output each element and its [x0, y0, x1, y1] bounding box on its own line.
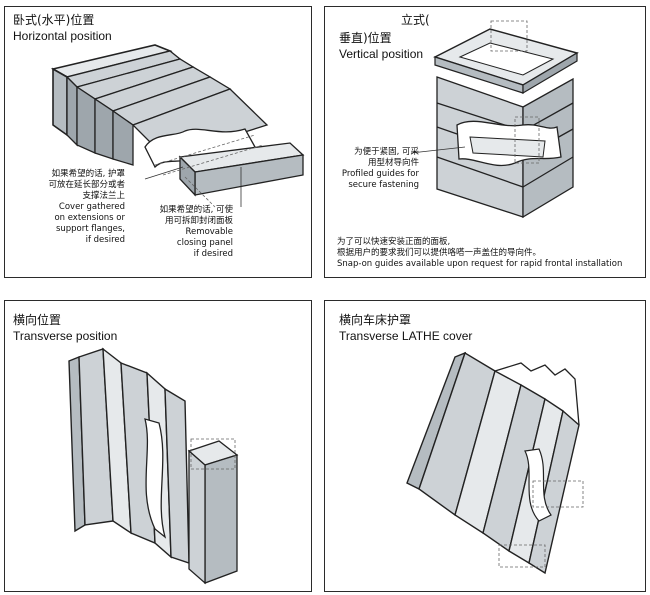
panel-title-en: Transverse position: [13, 329, 118, 343]
lathe-cover-illustration: [406, 351, 584, 575]
panel-title-zh: 卧式(水平)位置: [13, 13, 95, 27]
panel-title-en: Transverse LATHE cover: [339, 329, 473, 343]
transverse-cover-illustration: [68, 347, 239, 585]
note-snap-on-guides: 为了可以快速安装正面的面板, 根据用户的要求我们可以提供咯嗒一声盖住的导向件。 …: [337, 237, 623, 269]
panel-transverse-position: 横向位置 Transverse position: [4, 300, 312, 592]
horizontal-cover-illustration: [50, 44, 305, 208]
note-removable-panel: 如果希望的话, 可使 用可拆卸封闭面板 Removable closing pa…: [159, 205, 233, 259]
panel-title-zh: 横向车床护罩: [339, 313, 412, 327]
panel-vertical-position: 立式( 垂直)位置 Vertical position 为便于紧固, 可采 用型…: [324, 6, 646, 278]
panel-horizontal-position: 卧式(水平)位置 Horizontal position: [4, 6, 312, 278]
panel-title-zh-line1: 立式(: [401, 13, 430, 27]
note-gathered: 如果希望的话, 护罩 可放在延长部分或者 支撑法兰上 Cover gathere…: [48, 169, 125, 245]
panel-title-zh: 横向位置: [13, 313, 62, 327]
note-profiled-guides: 为便于紧固, 可采 用型材导向件 Profiled guides for sec…: [341, 147, 419, 190]
panel-transverse-lathe-cover: 横向车床护罩 Transverse LATHE cover: [324, 300, 646, 592]
vertical-cover-illustration: [410, 20, 579, 219]
panel-title-en: Vertical position: [339, 47, 424, 61]
panel-title-en: Horizontal position: [13, 29, 112, 43]
panel-title-zh-line2: 垂直)位置: [339, 31, 392, 45]
